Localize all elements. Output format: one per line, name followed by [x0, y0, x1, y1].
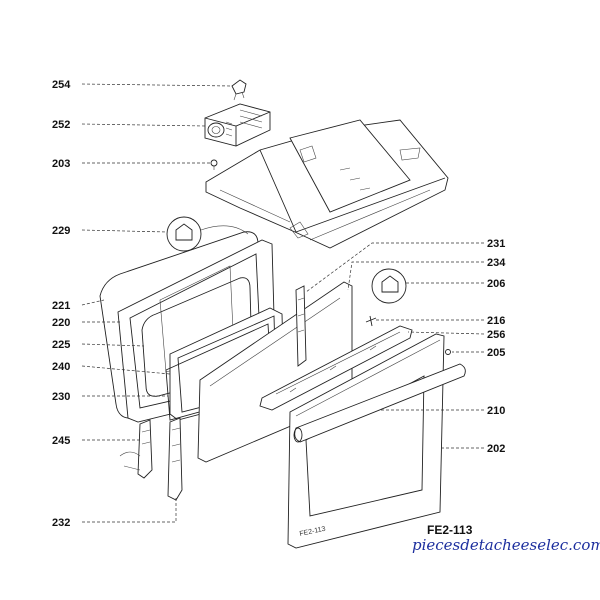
part-203-screw — [210, 159, 218, 170]
part-254-clip — [231, 79, 247, 101]
label-206: 206 — [487, 278, 505, 290]
part-232-hinge — [167, 417, 183, 501]
label-205: 205 — [487, 347, 505, 359]
label-230: 230 — [52, 391, 70, 403]
watermark-text: piecesdetacheeselec.com — [412, 536, 600, 554]
part-205-screw — [445, 349, 451, 355]
label-220: 220 — [52, 317, 70, 329]
label-254: 254 — [52, 79, 71, 91]
label-210: 210 — [487, 405, 505, 417]
label-232: 232 — [52, 517, 70, 529]
label-221: 221 — [52, 300, 70, 312]
label-234: 234 — [487, 257, 506, 269]
part-245-hinge — [119, 419, 153, 479]
label-252: 252 — [52, 119, 70, 131]
label-225: 225 — [52, 339, 70, 351]
diagram-code: FE2-113 — [427, 523, 473, 537]
part-206-hinge-detail — [371, 268, 407, 304]
part-252-cooling-fan — [204, 103, 271, 147]
label-202: 202 — [487, 443, 505, 455]
part-210-handle — [293, 363, 466, 443]
part-229-hinge-detail — [166, 216, 249, 252]
label-240: 240 — [52, 361, 70, 373]
reference-labels: 254 252 203 229 221 220 225 240 230 245 … — [52, 79, 506, 529]
label-231: 231 — [487, 238, 505, 250]
leader-lines — [81, 83, 485, 523]
top-panel — [205, 119, 449, 249]
part-256-top-trim — [259, 325, 413, 411]
label-256: 256 — [487, 329, 505, 341]
label-216: 216 — [487, 315, 505, 327]
part-234-bracket — [295, 285, 307, 367]
label-245: 245 — [52, 435, 70, 447]
label-203: 203 — [52, 158, 70, 170]
label-229: 229 — [52, 225, 70, 237]
part-216-screw — [365, 315, 377, 327]
